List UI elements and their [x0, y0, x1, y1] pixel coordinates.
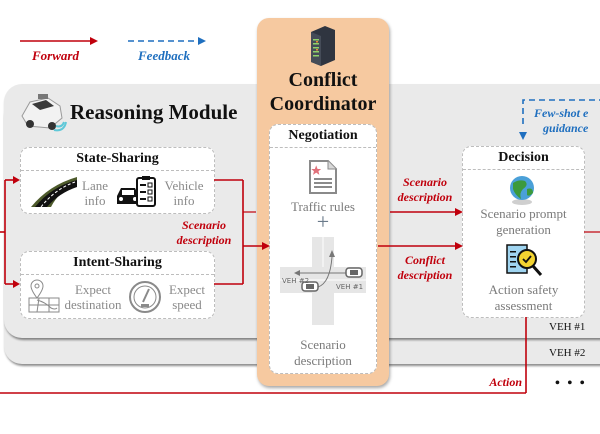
decision-title: Decision	[463, 147, 584, 170]
traffic-rules-document-icon	[308, 159, 338, 195]
plus-sign: +	[316, 209, 330, 234]
state-sharing-card: State-Sharing Lane info Vehicle info	[20, 147, 215, 214]
scene-veh1-label: VEH #1	[336, 283, 363, 291]
decision-card: Decision Scenario prompt generation Acti…	[462, 146, 585, 318]
action-arrow-label: Action	[489, 375, 522, 389]
feedback-arrowhead	[198, 37, 206, 45]
action-safety-label: Action safety assessment	[488, 282, 559, 313]
coordinator-title-line1: Conflict	[288, 69, 358, 91]
veh2-label: VEH #2	[549, 347, 586, 359]
negotiation-card: Negotiation Traffic rules +	[269, 124, 377, 374]
reasoning-module-title: Reasoning Module	[70, 100, 238, 124]
coordinator-title-line2: Coordinator	[269, 93, 377, 115]
intersection-scene: VEH #2 VEH #1	[280, 237, 366, 325]
scenario-description-arrow-label: Scenario description	[397, 175, 453, 204]
state-sharing-title: State-Sharing	[21, 148, 214, 171]
autonomous-car-icon	[16, 88, 68, 136]
vehicle-checklist-icon	[115, 174, 159, 210]
legend-forward-label: Forward	[32, 48, 79, 63]
server-icon	[307, 24, 337, 66]
more-vehicles-ellipsis: • • •	[555, 376, 587, 391]
safety-inspection-icon	[505, 243, 545, 279]
expect-speed-label: Expect speed	[168, 282, 206, 312]
reasoning-output-scenario-label: Scenario description	[176, 218, 232, 247]
scene-veh2-label: VEH #2	[282, 277, 309, 285]
negotiation-scenario-label: Scenario description	[294, 337, 352, 368]
fewshot-guidance-label: Few-shot e guidance	[534, 106, 589, 135]
vehicle-info-label: Vehicle info	[164, 178, 204, 208]
scenario-prompt-label: Scenario prompt generation	[480, 206, 567, 237]
speedometer-icon	[128, 280, 162, 314]
traffic-rules-label: Traffic rules	[291, 199, 355, 214]
road-lane-icon	[29, 175, 79, 209]
conflict-description-arrow-label: Conflict description	[397, 253, 453, 282]
expect-destination-label: Expect destination	[64, 282, 122, 312]
conflict-coordinator-panel: Conflict Coordinator Negotiation Traffic…	[257, 18, 389, 386]
negotiation-title: Negotiation	[270, 125, 376, 148]
veh1-label: VEH #1	[549, 321, 586, 333]
intent-sharing-title: Intent-Sharing	[21, 252, 214, 275]
forward-arrowhead	[90, 37, 98, 45]
legend-feedback-label: Feedback	[138, 48, 190, 63]
lane-info-label: Lane info	[82, 178, 108, 208]
globe-icon	[507, 175, 537, 205]
map-pin-icon	[27, 278, 61, 314]
intent-sharing-card: Intent-Sharing Expect destination Expect…	[20, 251, 215, 319]
